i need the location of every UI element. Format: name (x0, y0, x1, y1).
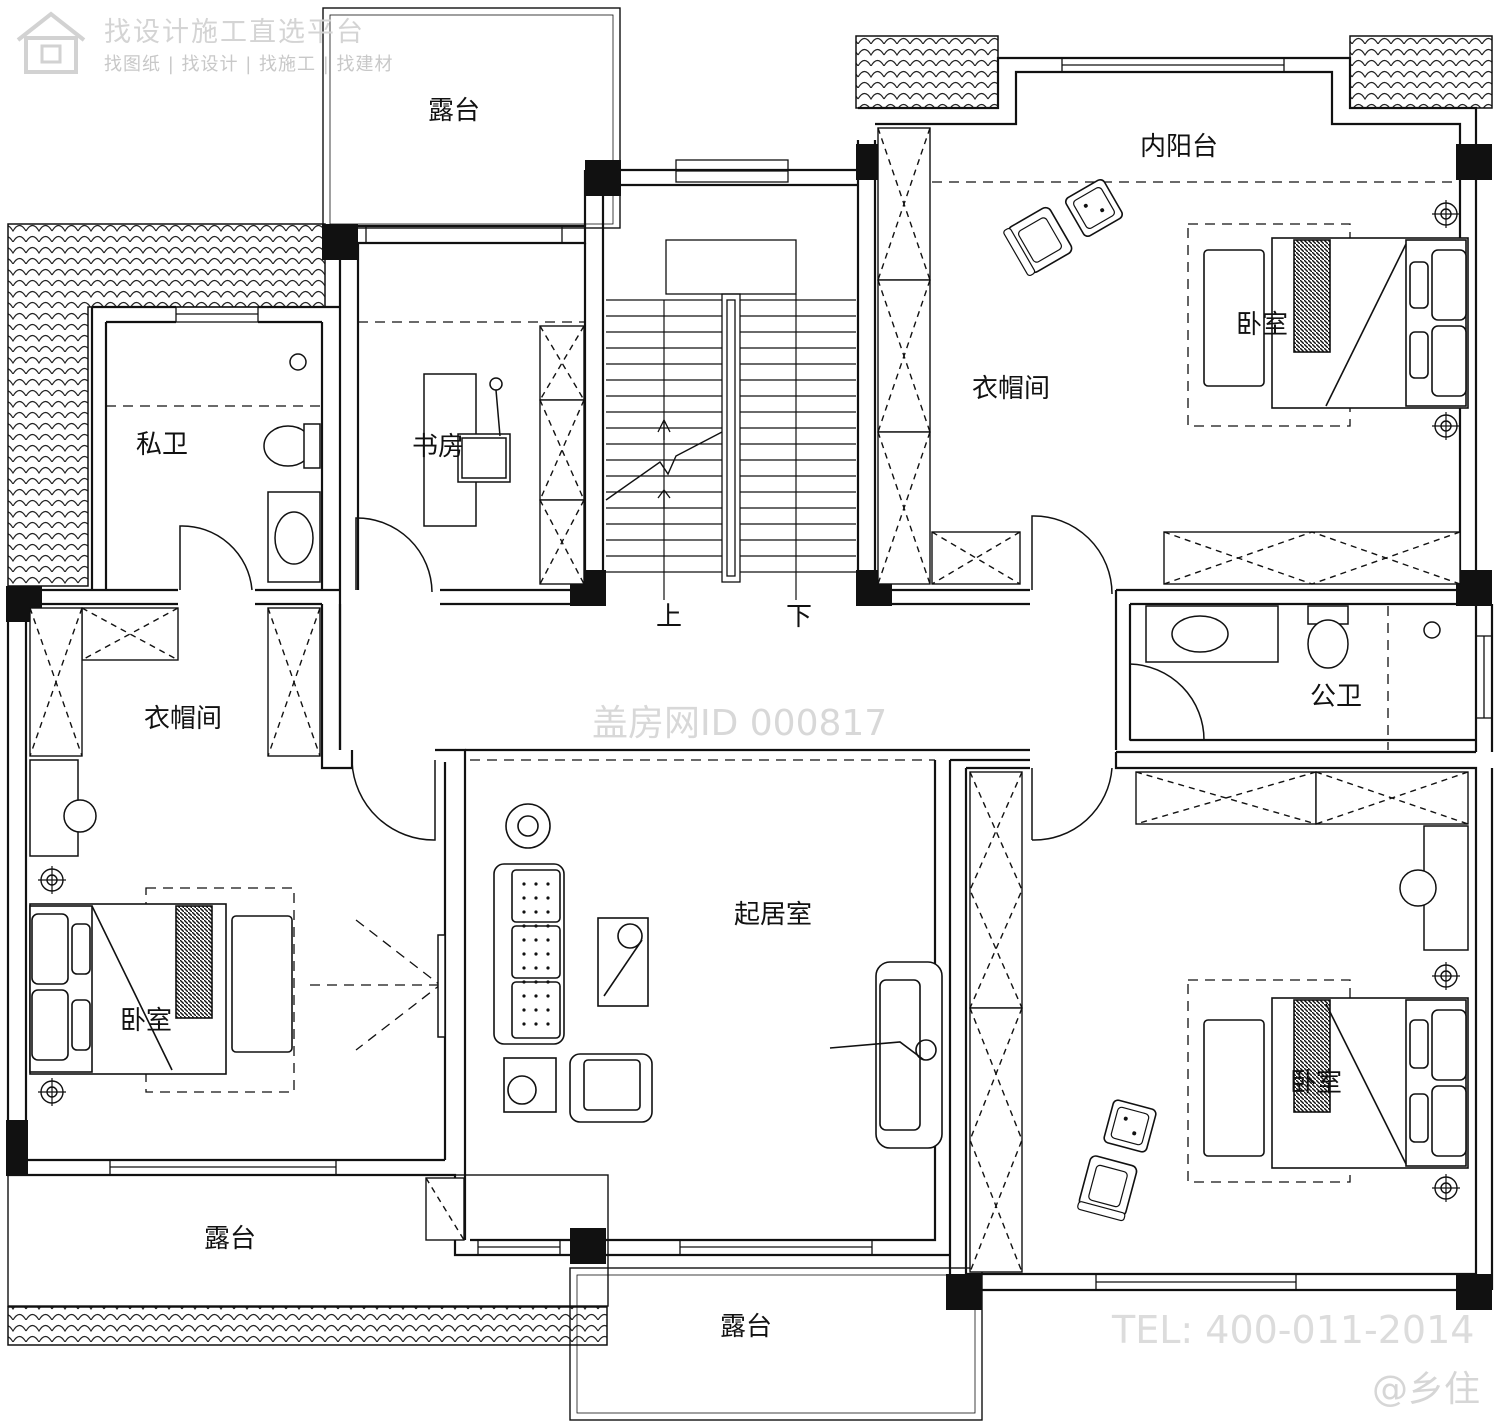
sofa-dot (534, 882, 538, 886)
room-label-study: 书房 (412, 432, 465, 462)
doors (179, 515, 1205, 1038)
room-label-living: 起居室 (734, 900, 813, 930)
watermark-handle: @乡住 (1372, 1369, 1481, 1410)
sofa-dot (522, 994, 526, 998)
watermark-id: 盖房网ID 000817 (592, 703, 888, 744)
sofa-dot (546, 924, 550, 928)
sofa-dot (534, 980, 538, 984)
living-furniture (493, 803, 943, 1149)
sofa-dot (546, 1008, 550, 1012)
sofa-dot (534, 994, 538, 998)
room-label-terrace-top: 露台 (428, 96, 481, 126)
terrace-top-outline (322, 7, 621, 229)
sofa-dot (534, 966, 538, 970)
sofa-dot (522, 910, 526, 914)
sofa-dot (534, 910, 538, 914)
sofa-dot (534, 952, 538, 956)
sofa-dot (546, 994, 550, 998)
watermark-title: 找设计施工直选平台 (104, 17, 365, 48)
sofa-dot (534, 924, 538, 928)
room-label-closet-w: 衣帽间 (144, 704, 223, 734)
room-label-bedroom-se: 卧室 (1290, 1068, 1343, 1098)
sofa-dot (546, 882, 550, 886)
watermark-logo (16, 11, 86, 74)
sofa-dot (534, 1008, 538, 1012)
room-label-inner-balcony: 内阳台 (1140, 132, 1219, 162)
watermark-subtitle: 找图纸 | 找设计 | 找施工 | 找建材 (104, 54, 394, 75)
windows (109, 57, 1493, 1291)
study-furniture (423, 373, 511, 527)
terrace-s-outline (569, 1267, 983, 1421)
room-label-private-bath: 私卫 (136, 430, 189, 460)
sofa-dot (522, 1008, 526, 1012)
sofa-dot (522, 1022, 526, 1026)
staircase (605, 239, 856, 600)
bedroom-desks (29, 759, 1469, 951)
stair-label-down: 下 (786, 602, 813, 632)
beds (29, 237, 1469, 1169)
watermark-tel: TEL: 400-011-2014 (1112, 1308, 1475, 1352)
sofa-dot (522, 938, 526, 942)
wardrobes (29, 127, 1469, 1273)
sofa-dot (522, 966, 526, 970)
stair-label-up: 上 (656, 602, 683, 632)
sofa-dots (522, 882, 550, 1026)
sofa-dot (546, 952, 550, 956)
sofa-dot (534, 1022, 538, 1026)
room-label-closet-ne: 衣帽间 (972, 374, 1051, 404)
room-label-bedroom-ne: 卧室 (1236, 310, 1289, 340)
sofa-dot (522, 980, 526, 984)
sofa-dot (522, 952, 526, 956)
sofa-dot (522, 896, 526, 900)
sofa-dot (534, 938, 538, 942)
roof-tiles (7, 35, 1493, 1346)
sofa-dot (546, 966, 550, 970)
sofa-dot (522, 924, 526, 928)
room-label-terrace-sw: 露台 (204, 1224, 257, 1254)
room-label-bedroom-w: 卧室 (120, 1006, 173, 1036)
room-label-public-bath: 公卫 (1310, 682, 1363, 712)
sofa-dot (534, 896, 538, 900)
sofa-dot (546, 896, 550, 900)
sofa-dot (546, 938, 550, 942)
sofa-dot (522, 882, 526, 886)
walls (6, 56, 1494, 1292)
sofa-dot (546, 1022, 550, 1026)
sofa-dot (546, 910, 550, 914)
sofa-dot (546, 980, 550, 984)
bath-fixtures (263, 353, 1441, 669)
lounge-chairs (1003, 177, 1158, 1222)
room-label-terrace-s: 露台 (720, 1312, 773, 1342)
